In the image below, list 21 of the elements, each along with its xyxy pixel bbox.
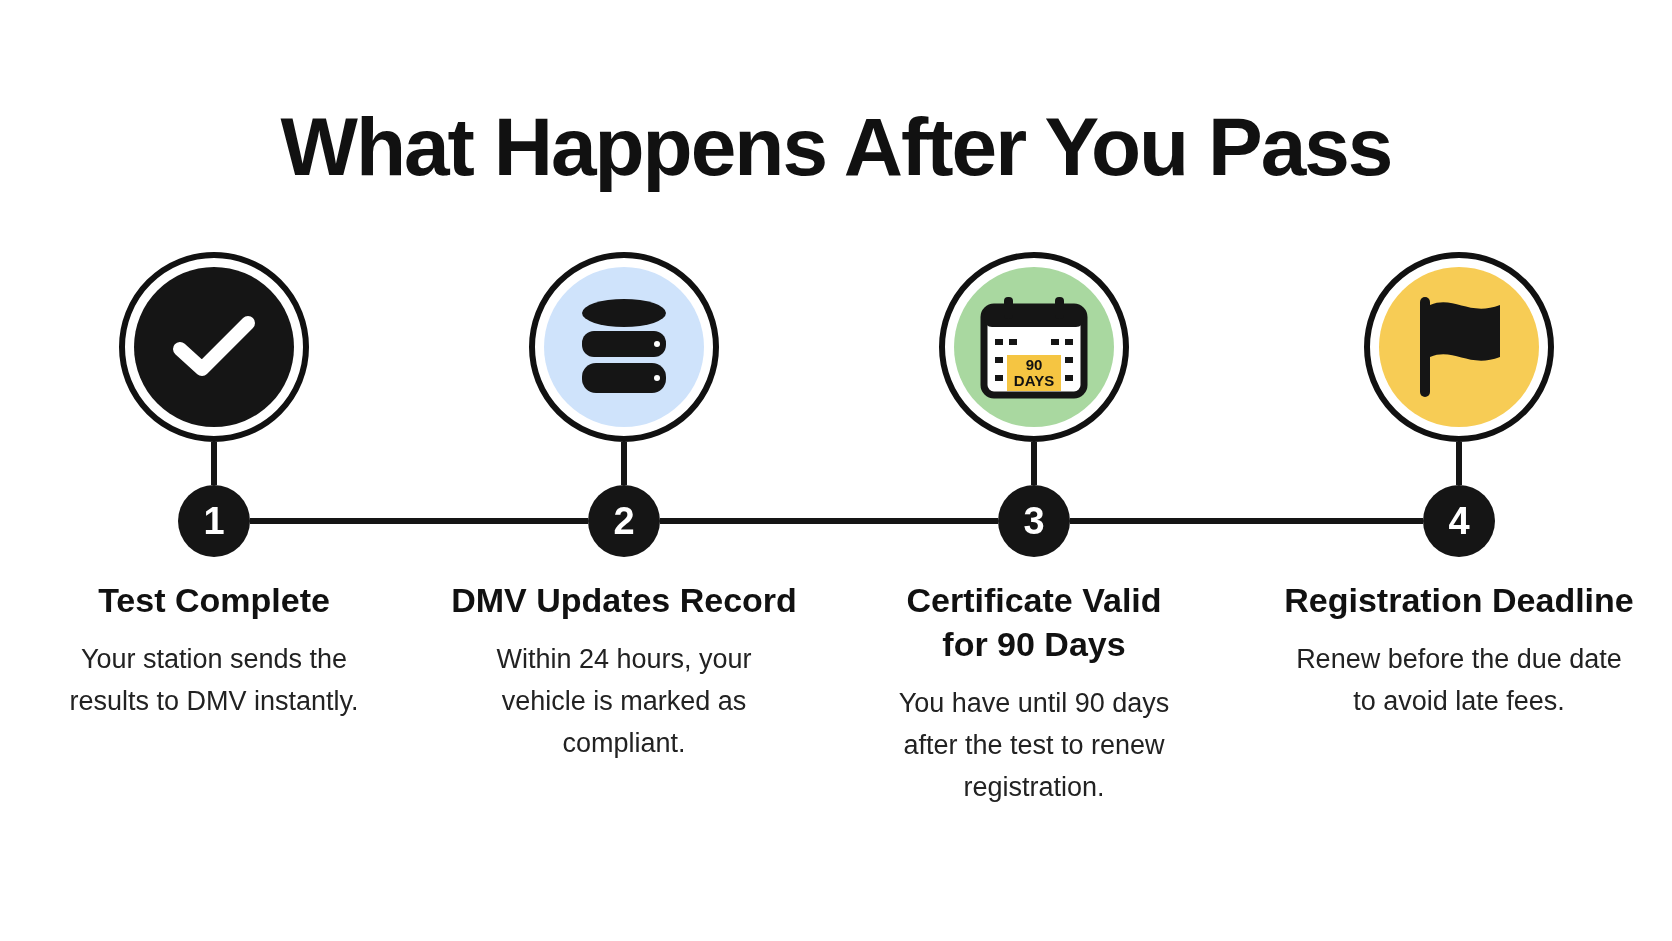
step-description: Renew before the due date to avoid late fees. [1295, 643, 1623, 718]
step-title: Registration Deadline [1283, 580, 1635, 621]
step-description: You have until 90 days after the test to renew registration. [897, 687, 1171, 804]
connector-line [1031, 442, 1037, 485]
connector-line [1456, 442, 1462, 485]
step-description: Within 24 hours, your vehicle is marked as compliant. [495, 643, 753, 760]
step-number: 4 [1423, 485, 1495, 557]
title: What Happens After You Pass [279, 100, 1393, 194]
step-number: 3 [998, 485, 1070, 557]
step-number: 2 [588, 485, 660, 557]
connector-line [621, 442, 627, 485]
connector-line [1070, 518, 1423, 524]
connector-line [211, 442, 217, 485]
days-badge: 90 DAYS [1007, 355, 1061, 391]
step-title: Certificate Valid for 90 Days [905, 580, 1163, 665]
connector-line [250, 518, 588, 524]
connector-line [660, 518, 998, 524]
step-description: Your station sends the results to DMV instantly. [68, 643, 360, 718]
step-number: 1 [178, 485, 250, 557]
step-title: Test Complete [97, 580, 331, 621]
step-title: DMV Updates Record [450, 580, 798, 621]
